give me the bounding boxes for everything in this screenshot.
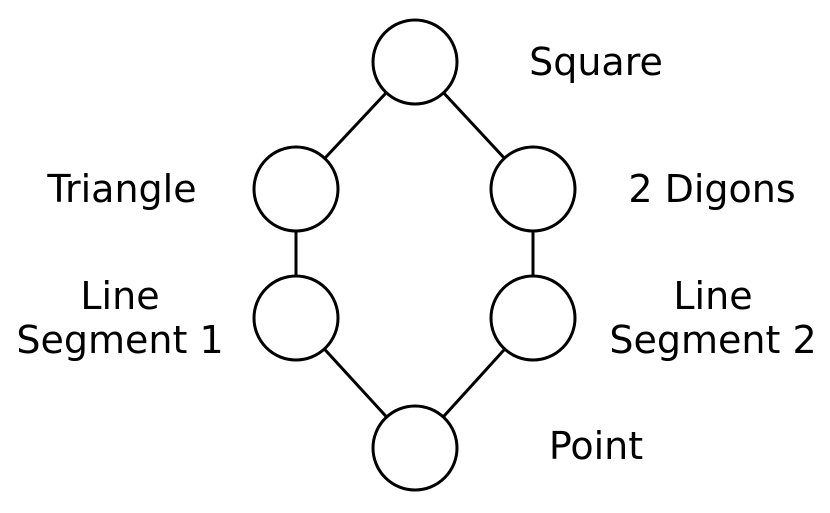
node-label-square: Square: [529, 40, 663, 84]
node-label-line: Triangle: [46, 167, 196, 211]
node-label-line: Segment 1: [16, 318, 223, 362]
node-digons: [489, 145, 577, 233]
nodes: [252, 18, 577, 492]
node-label-point: Point: [549, 424, 643, 468]
node-label-line: Point: [549, 424, 643, 468]
node-label-line: Square: [529, 40, 663, 84]
node-label-triangle: Triangle: [46, 167, 196, 211]
node-label-line: Segment 2: [609, 318, 816, 362]
node-label-line: Line: [80, 274, 159, 318]
node-square: [371, 18, 459, 106]
node-point: [371, 404, 459, 492]
node-label-line: Line: [673, 274, 752, 318]
node-segment1: [252, 274, 340, 362]
node-segment2: [489, 274, 577, 362]
edges: [294, 60, 535, 450]
node-label-digons: 2 Digons: [628, 167, 795, 211]
node-label-line: 2 Digons: [628, 167, 795, 211]
node-triangle: [252, 145, 340, 233]
